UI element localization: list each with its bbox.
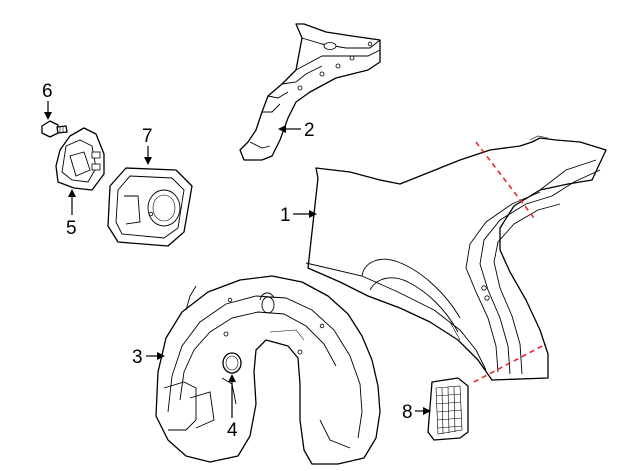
callout-7[interactable]: 7 bbox=[142, 126, 153, 165]
callout-8-arrowhead bbox=[423, 407, 431, 415]
callout-2[interactable]: 2 bbox=[278, 120, 315, 141]
part-7-filler-housing[interactable] bbox=[107, 167, 193, 247]
cut-line-lower-segment bbox=[473, 343, 547, 383]
callout-1[interactable]: 1 bbox=[280, 205, 317, 226]
callout-4-arrowhead bbox=[228, 374, 236, 382]
callout-3[interactable]: 3 bbox=[132, 347, 165, 368]
part-6-screw[interactable] bbox=[41, 120, 68, 138]
part-2-pillar-bracket[interactable] bbox=[239, 23, 381, 161]
part-1-quarter-panel[interactable] bbox=[305, 135, 607, 381]
cut-line-upper-segment bbox=[475, 141, 535, 219]
cut-line-upper bbox=[475, 141, 535, 219]
callout-1-arrowhead bbox=[309, 210, 317, 218]
callout-4[interactable]: 4 bbox=[227, 374, 238, 441]
callout-5[interactable]: 5 bbox=[66, 189, 77, 239]
part-5-housing-bracket[interactable] bbox=[55, 127, 105, 191]
callout-6[interactable]: 6 bbox=[42, 81, 53, 120]
part-4-plug[interactable] bbox=[222, 352, 242, 374]
callout-5-arrowhead bbox=[68, 189, 76, 197]
callout-7-number: 7 bbox=[142, 126, 153, 147]
callout-7-arrowhead bbox=[144, 157, 152, 165]
callout-2-arrowhead bbox=[278, 125, 286, 133]
callout-2-number: 2 bbox=[304, 120, 315, 141]
callout-1-number: 1 bbox=[280, 205, 291, 226]
callout-8[interactable]: 8 bbox=[402, 402, 431, 423]
callout-3-arrowhead bbox=[157, 352, 165, 360]
callout-3-number: 3 bbox=[132, 347, 143, 368]
part-8-vent[interactable] bbox=[427, 377, 469, 441]
callout-6-number: 6 bbox=[42, 81, 53, 102]
callout-5-number: 5 bbox=[66, 218, 77, 239]
callout-8-number: 8 bbox=[402, 402, 413, 423]
cut-line-lower bbox=[473, 343, 547, 383]
callout-6-arrowhead bbox=[44, 112, 52, 120]
part-3-wheelhouse-liner[interactable] bbox=[155, 275, 381, 465]
callout-4-number: 4 bbox=[227, 420, 238, 441]
